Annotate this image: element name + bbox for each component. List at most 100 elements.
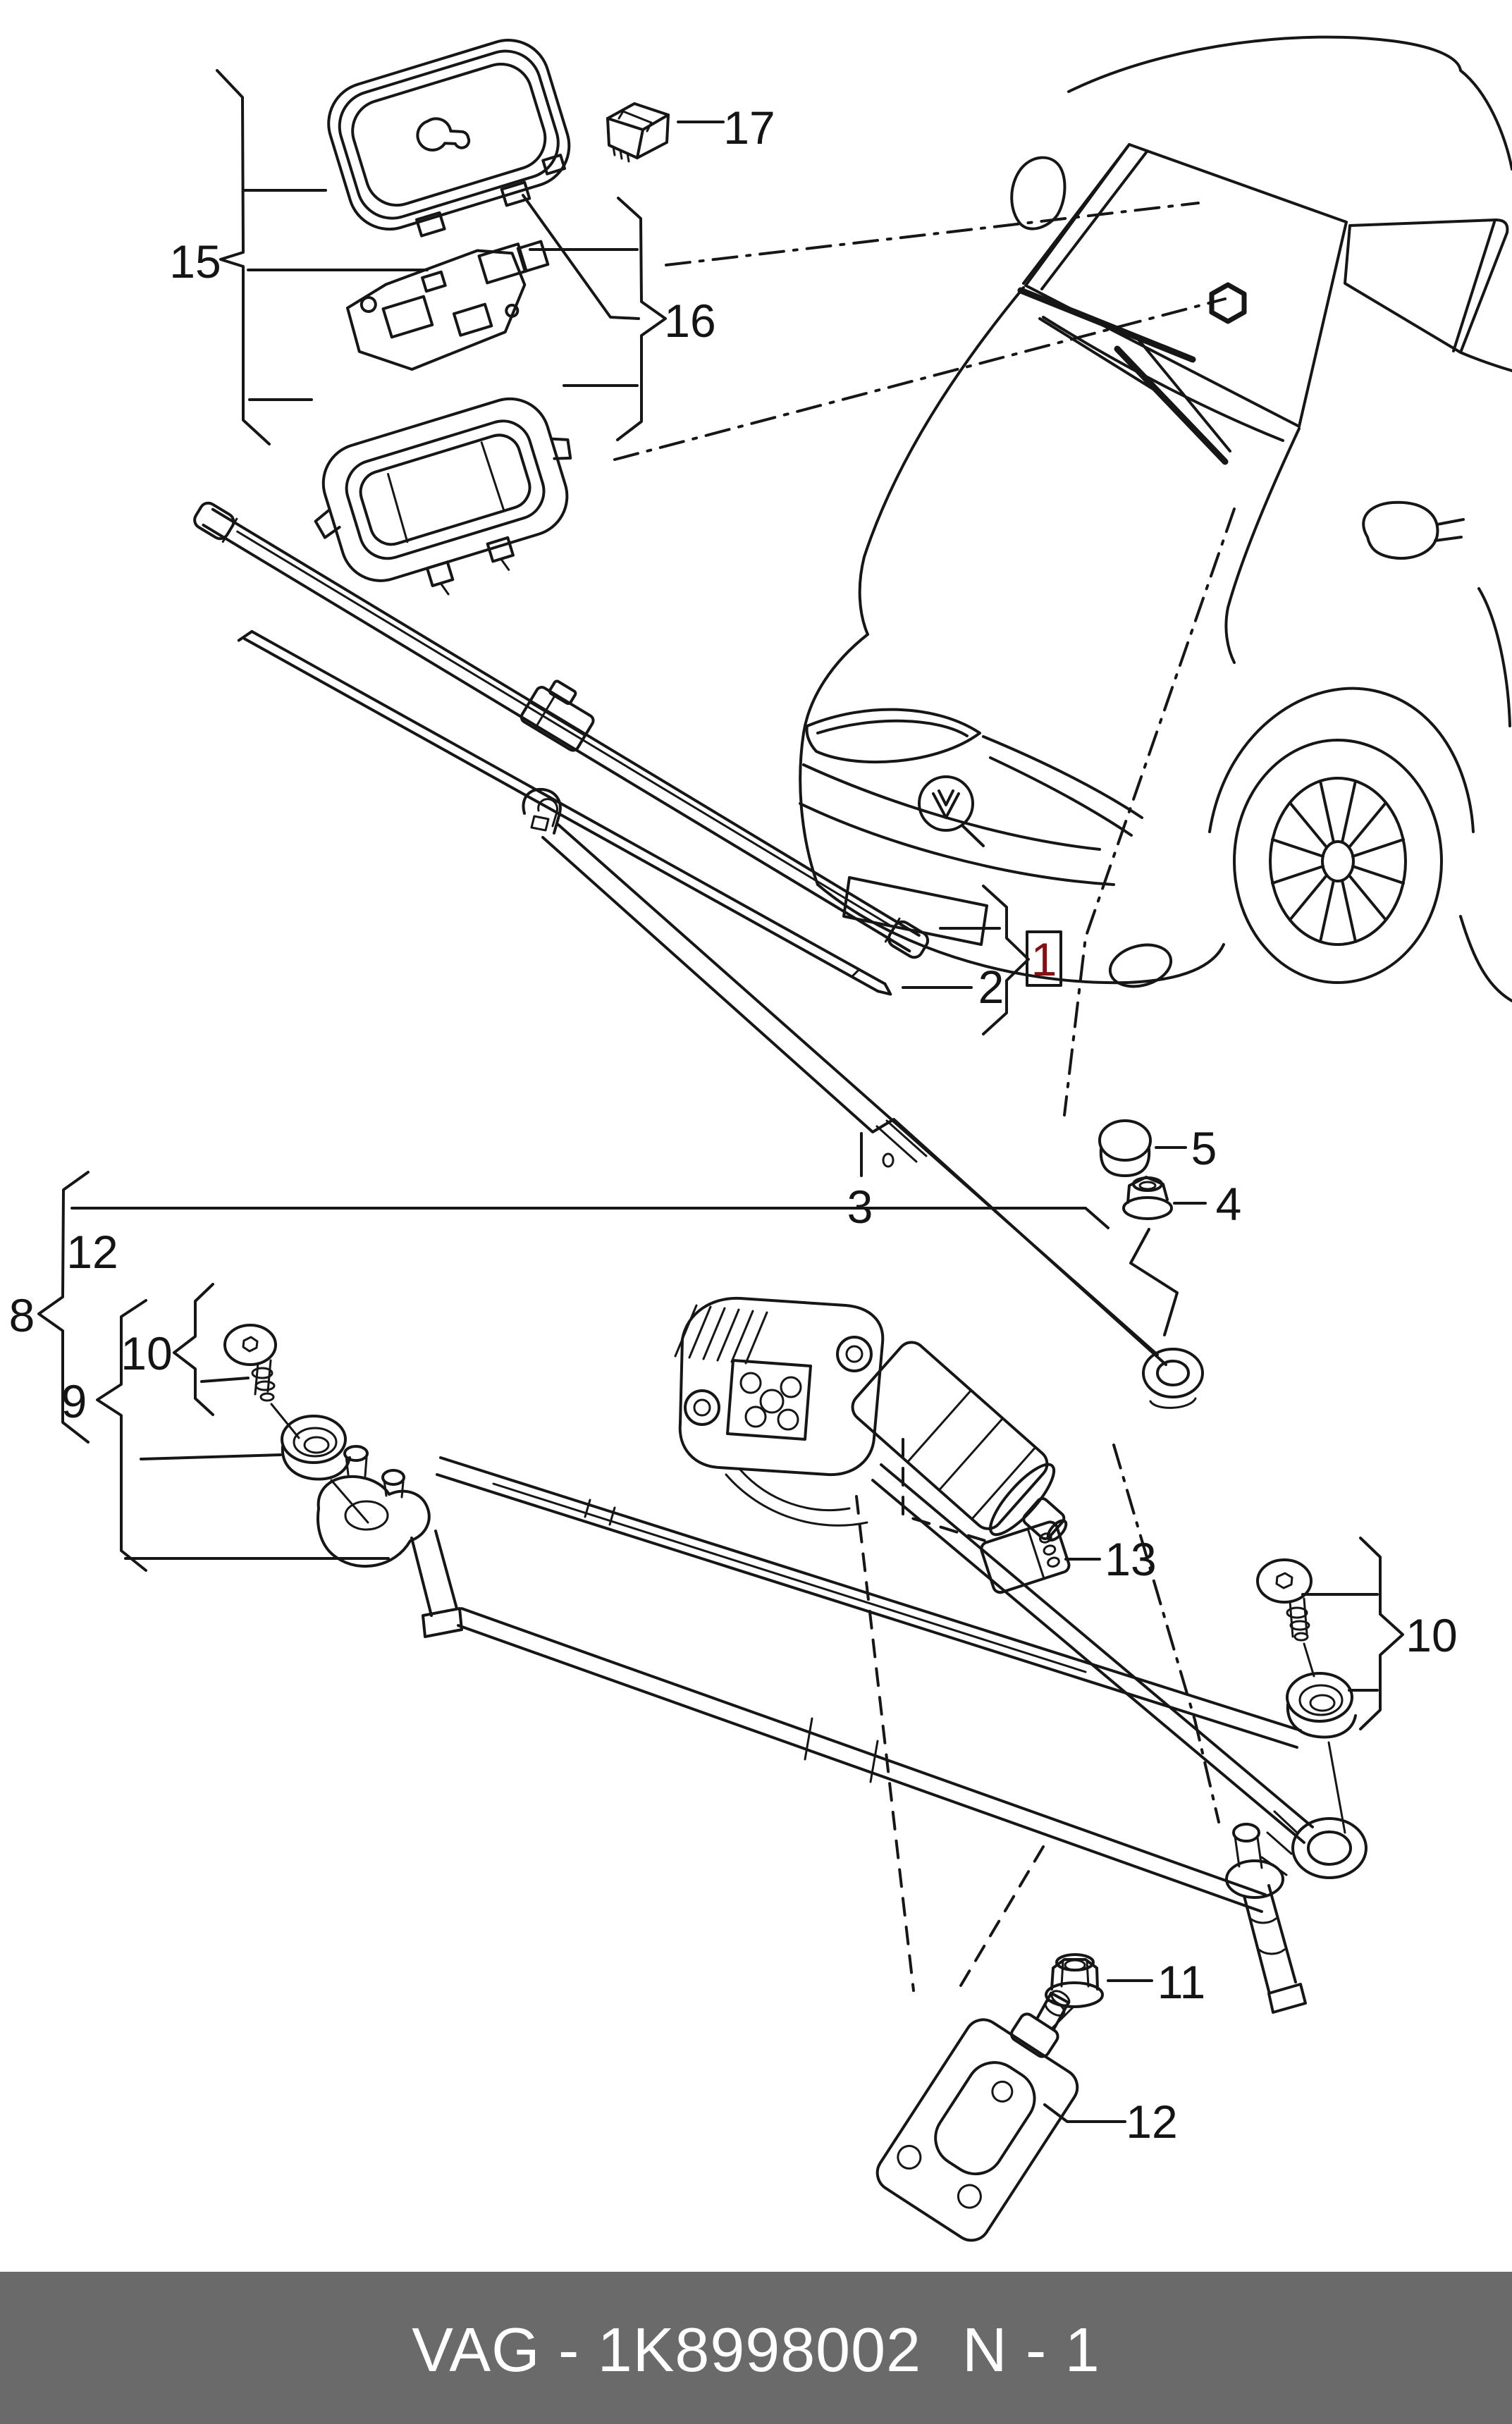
car-rain-sensor-mark	[1209, 282, 1247, 324]
grommet-inner	[1298, 1684, 1344, 1716]
motor-strap	[906, 1389, 1004, 1491]
callout-part-3: 3	[847, 1181, 873, 1233]
brace-16	[616, 197, 667, 441]
footer-catalog-code: VAG - 1K8998002	[412, 2315, 922, 2385]
car-wheel-spokes	[1271, 780, 1405, 943]
callout-part-10: 10	[1406, 1609, 1457, 1661]
wiper-linkage-frame	[316, 1445, 1367, 2014]
pcb-hole	[505, 303, 520, 318]
cover-tab	[541, 154, 566, 176]
arm-rivet	[882, 1152, 895, 1168]
right-ball-stud	[1232, 1823, 1260, 1842]
plate-hole	[759, 1389, 785, 1414]
sensor-frame	[314, 397, 572, 596]
bracket-hole	[991, 2080, 1014, 2103]
bracket-plate	[875, 2018, 1079, 2242]
screw-head	[1256, 1558, 1313, 1604]
stud-axis-line	[1050, 2006, 1074, 2030]
connector-side-face	[636, 113, 670, 159]
nut-flange	[1045, 1981, 1104, 2008]
mounting-bracket-12	[855, 1495, 1126, 2242]
cover-mid	[338, 49, 560, 220]
right-pivot-boss	[1225, 1859, 1284, 1899]
callout-part-13: 13	[1105, 1533, 1156, 1585]
arm-nut	[1122, 1176, 1207, 1336]
car-illustration	[799, 35, 1512, 1002]
right-shaft-rings	[1249, 1917, 1286, 1955]
callout-part-17: 17	[723, 101, 775, 154]
dashed-motor-to-bracket	[855, 1495, 915, 1992]
grommet-axis-line	[330, 1479, 369, 1524]
arm-hook-hole	[530, 815, 550, 832]
nut-bore	[1064, 1959, 1086, 1971]
cover-inner	[351, 63, 547, 207]
frame-upper-tube	[436, 1456, 1302, 1749]
gearbox-plate	[726, 1359, 812, 1441]
connector-teeth	[612, 145, 630, 163]
plate-hole	[777, 1408, 799, 1431]
car-grille	[982, 735, 1143, 837]
frame-clip-leg	[439, 558, 510, 596]
leader-car-to-wiper-arm	[1063, 507, 1236, 1116]
cover-tab	[415, 211, 446, 238]
pcb-chip	[381, 295, 434, 339]
car-wheel-arch	[1208, 687, 1475, 833]
screw-axis-line	[270, 1403, 300, 1439]
arm-hook-outer	[522, 787, 562, 835]
callout-part-12: 12	[66, 1226, 118, 1278]
car-license-plate	[842, 876, 988, 946]
arm-hook-inner	[537, 798, 558, 828]
crank-eyelet-hole	[1307, 1831, 1352, 1866]
frame-inner	[345, 419, 546, 560]
left-ball-stud	[343, 1445, 369, 1462]
frame-clip	[486, 536, 515, 563]
cap-dome	[1098, 1119, 1152, 1162]
frame-wall	[387, 473, 409, 543]
car-bumper-bottom	[816, 883, 1225, 985]
grommet-axis-line	[1327, 1741, 1346, 1834]
bracket-tab	[1010, 2012, 1059, 2058]
screw-head	[223, 1324, 277, 1366]
connector-pin	[1047, 1556, 1060, 1568]
brace-15	[216, 69, 271, 445]
refill-body	[242, 629, 887, 993]
pcb-plate	[345, 249, 527, 371]
callout-part-10: 10	[121, 1327, 172, 1379]
refill-mark	[850, 968, 861, 978]
grommet-bore	[1309, 1694, 1336, 1712]
screw-axis-line	[1303, 1642, 1315, 1678]
frame-outer	[321, 397, 569, 582]
nut-flange	[1122, 1196, 1173, 1220]
brace-9	[96, 1299, 147, 1572]
pcb-chip	[452, 302, 493, 337]
footer-bar: VAG - 1K8998002 N - 1	[0, 2272, 1512, 2424]
plate-hole	[780, 1376, 802, 1398]
leader-16-cover	[522, 194, 640, 320]
motor-cylinder	[851, 1341, 1068, 1542]
adapter-latch	[548, 679, 577, 706]
car-wiper-right-blade	[1114, 345, 1229, 465]
bracket-stud-ring	[1044, 1999, 1066, 2017]
car-wiper-left-arm	[1038, 317, 1166, 398]
bracket-body	[875, 1990, 1079, 2242]
callout-part-5: 5	[1191, 1122, 1217, 1174]
callout-part-1: 1	[1031, 933, 1057, 985]
frame-upper-tube-highlight	[492, 1482, 1087, 1673]
footer-page-number: N - 1	[962, 2315, 1100, 2385]
screw-tip	[1293, 1632, 1309, 1642]
motor-body	[851, 1341, 1049, 1530]
frame-side-tab	[550, 437, 572, 460]
car-b-pillar	[1452, 221, 1496, 352]
connector-pin	[1039, 1532, 1052, 1544]
crank-link	[871, 1463, 1314, 1844]
arm-pivot-hole	[1156, 1360, 1190, 1386]
connector-pin	[1043, 1544, 1057, 1556]
car-front-rim	[1269, 777, 1407, 946]
motor-shaft-boss	[1022, 1497, 1066, 1540]
leader-arm-to-linkage	[1112, 1444, 1220, 1823]
car-front-tire	[1233, 739, 1443, 984]
arm-pivot-washer	[1149, 1397, 1197, 1409]
arm-pivot-boss	[1142, 1348, 1204, 1398]
